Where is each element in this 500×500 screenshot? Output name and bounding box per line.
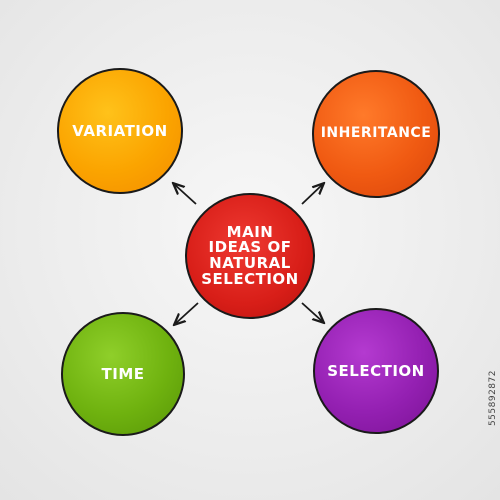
node-variation-label: VARIATION bbox=[72, 121, 168, 140]
arrow-to-variation bbox=[174, 184, 197, 205]
node-time: TIME bbox=[61, 312, 185, 436]
node-inheritance: INHERITANCE bbox=[312, 70, 440, 198]
node-time-label: TIME bbox=[101, 364, 145, 383]
node-variation: VARIATION bbox=[57, 68, 183, 194]
arrow-to-selection bbox=[301, 302, 323, 322]
arrow-to-time bbox=[175, 302, 199, 324]
node-inheritance-label: INHERITANCE bbox=[320, 125, 432, 142]
node-main-ideas: MAIN IDEAS OF NATURAL SELECTION bbox=[185, 193, 315, 319]
stock-id-watermark: 555892872 bbox=[488, 370, 498, 427]
node-selection-label: SELECTION bbox=[327, 361, 425, 380]
arrow-to-inheritance bbox=[301, 184, 323, 205]
node-main-ideas-label: MAIN IDEAS OF NATURAL SELECTION bbox=[201, 222, 299, 288]
node-selection: SELECTION bbox=[313, 308, 439, 434]
